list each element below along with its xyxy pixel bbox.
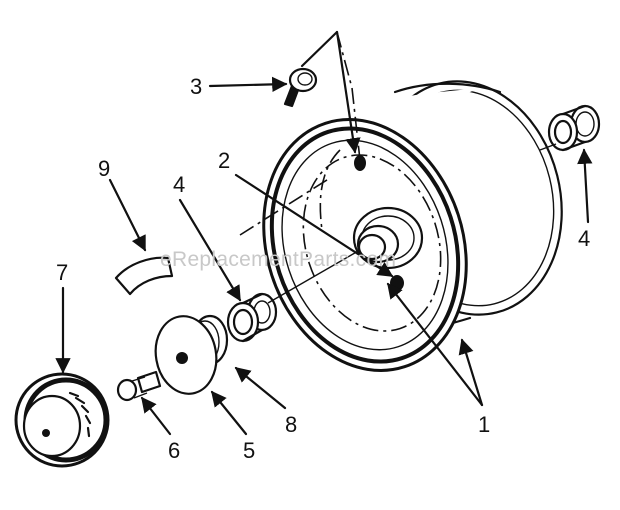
wheel-rim <box>262 80 563 372</box>
hub-cap-disc <box>154 315 218 395</box>
leader-lines <box>55 30 593 436</box>
tire-knob-ridges <box>68 391 92 438</box>
hub-cap-center <box>176 352 188 364</box>
bearing-right-bore <box>553 119 573 145</box>
callout-1: 1 <box>478 412 490 437</box>
callout-9: 9 <box>98 156 110 181</box>
leader-8 <box>234 366 287 410</box>
watermark-text: eReplacementParts.com <box>160 248 396 271</box>
bearing-left-bore <box>232 308 254 336</box>
decal-strip-shape <box>114 256 174 296</box>
valve-hole <box>354 155 366 171</box>
tire-knob <box>14 372 110 468</box>
leader-3 <box>208 76 288 93</box>
callout-4-right: 4 <box>578 226 590 251</box>
leader-4-left <box>178 198 242 302</box>
rim-top-edge <box>393 82 502 94</box>
callout-3: 3 <box>190 74 202 99</box>
leader-3-upper-b <box>335 30 361 154</box>
leader-1-a <box>386 282 484 407</box>
callout-5: 5 <box>243 438 255 463</box>
hub-bolt <box>116 370 162 402</box>
decal-axis <box>239 177 331 236</box>
leader-2 <box>234 173 394 278</box>
callout-7: 7 <box>56 260 68 285</box>
tire-knob-center <box>42 429 50 437</box>
hub-bolt-shank <box>136 370 162 394</box>
callout-4-left: 4 <box>173 172 185 197</box>
callout-8: 8 <box>285 412 297 437</box>
bearing-left <box>226 292 278 343</box>
leader-9 <box>108 178 147 252</box>
hub-bore <box>357 233 387 261</box>
callout-2: 2 <box>218 148 230 173</box>
valve-stem-cap-inner <box>297 72 313 86</box>
valve-stem <box>283 67 318 108</box>
callout-labels: 1 2 3 4 4 5 6 7 8 9 <box>56 74 590 463</box>
leader-6 <box>140 396 172 436</box>
bearing-axis <box>267 249 361 304</box>
leader-1-b <box>458 338 484 407</box>
leader-5 <box>210 390 248 436</box>
hub-bolt-head <box>116 378 138 402</box>
rim-dash-contour <box>302 154 442 332</box>
decal-strip <box>114 256 174 296</box>
rim-front-lip <box>269 126 461 364</box>
rim-dash-left <box>319 149 341 231</box>
leader-3-upper-a <box>300 30 339 68</box>
valve-stem-tip <box>283 84 300 108</box>
rim-front-inner <box>281 139 449 351</box>
leader-4-right <box>577 148 593 224</box>
callout-6: 6 <box>168 438 180 463</box>
bearing-right <box>547 104 601 152</box>
tire-knob-face <box>22 394 82 458</box>
